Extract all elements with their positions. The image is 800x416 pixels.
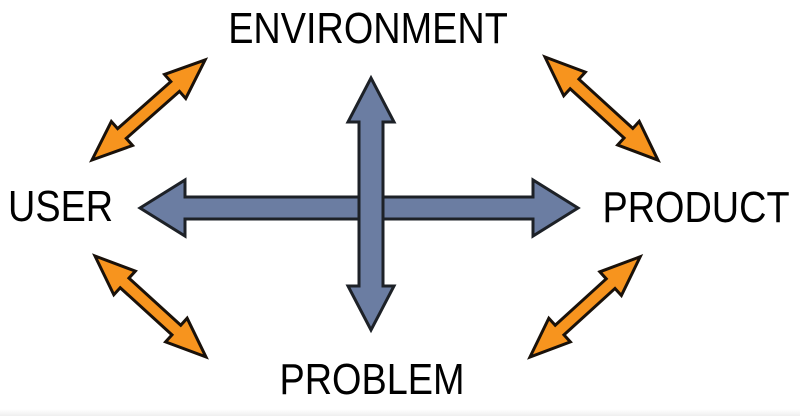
cross-arrow-vertical-icon xyxy=(345,74,397,334)
label-product: PRODUCT xyxy=(602,183,790,232)
diagonal-arrow-user-environment-icon xyxy=(88,57,209,163)
diagonal-arrow-problem-product-icon xyxy=(527,254,644,360)
label-user: USER xyxy=(8,182,114,231)
diagonal-arrow-environment-product-icon xyxy=(542,54,661,163)
diagonal-arrow-user-problem-icon xyxy=(92,253,209,360)
label-environment: ENVIRONMENT xyxy=(228,4,508,53)
bottom-edge-artifact xyxy=(0,409,800,416)
label-problem: PROBLEM xyxy=(279,355,465,404)
